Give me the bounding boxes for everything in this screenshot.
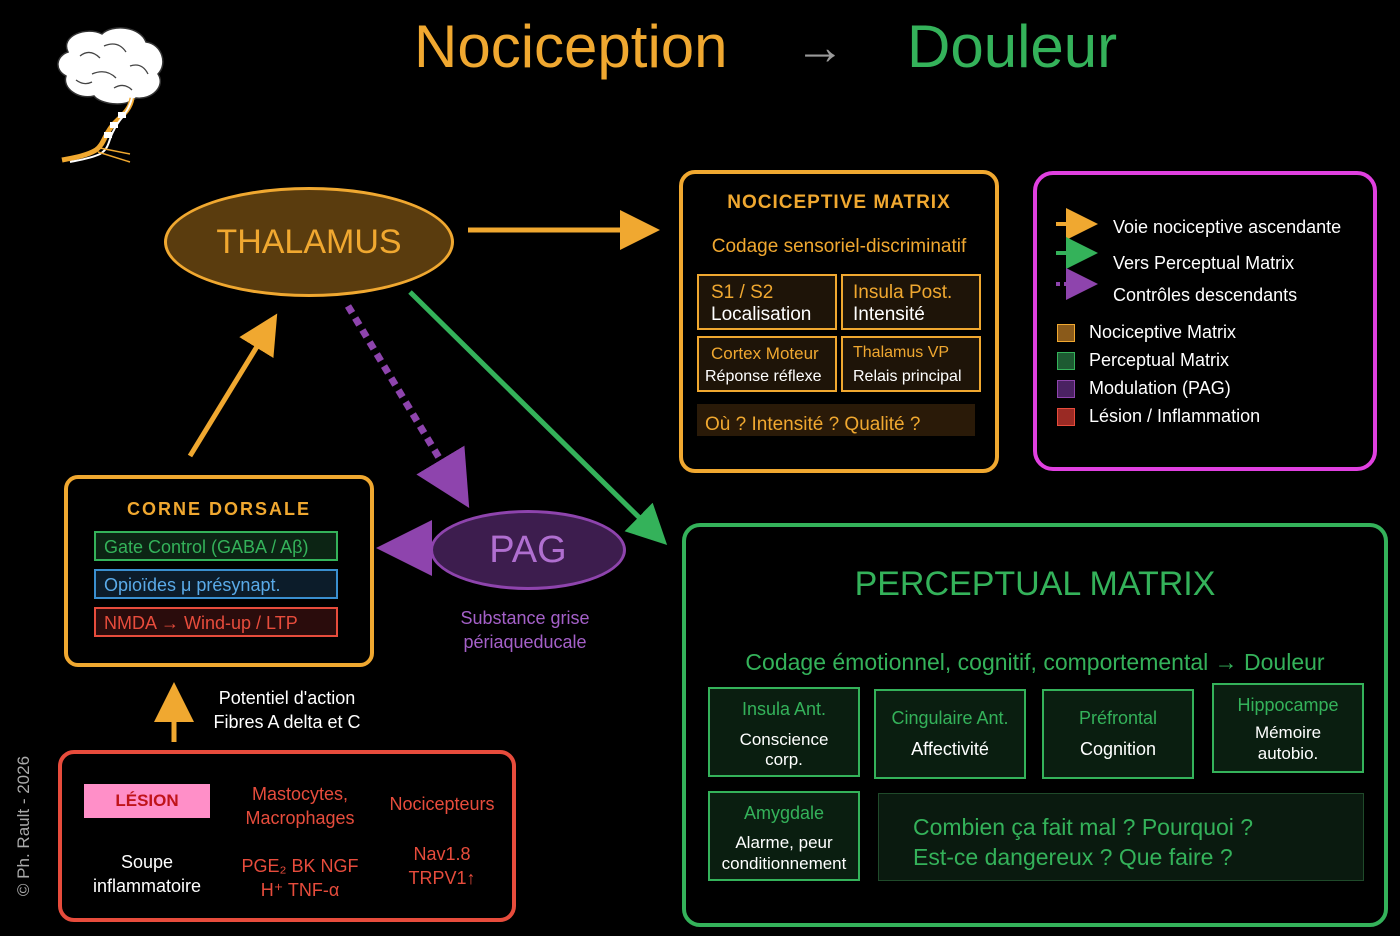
- title-nociception: Nociception: [414, 13, 728, 80]
- nociceptive-cell: Thalamus VP Relais principal: [841, 336, 981, 392]
- nociceptive-cell: S1 / S2 Localisation: [697, 274, 837, 330]
- legend-box: Voie nociceptive ascendante Vers Percept…: [1033, 171, 1377, 471]
- thalamus-label: THALAMUS: [216, 222, 402, 261]
- arrow-thalamus-to-perceptual: [408, 290, 668, 546]
- cell-role: Intensité: [853, 304, 925, 325]
- lesion-mediators-line1: PGE₂ BK NGF: [241, 856, 359, 876]
- corne-row-nmda: NMDA → Wind-up / LTP: [94, 607, 338, 637]
- legend-swatch-label: Lésion / Inflammation: [1089, 406, 1261, 426]
- pag-label: PAG: [489, 528, 567, 571]
- perceptual-matrix-subtitle: Codage émotionnel, cognitif, comportemen…: [745, 649, 1325, 675]
- lesion-badge: LÉSION: [84, 784, 210, 818]
- corne-row-gate-control: Gate Control (GABA / Aβ): [94, 531, 338, 561]
- arrow-thalamus-to-pag: [344, 304, 470, 509]
- cell-role: Cognition: [1079, 739, 1157, 759]
- cell-area: Cortex Moteur: [711, 344, 819, 363]
- pag-node: PAG: [430, 510, 626, 590]
- cell-area: Thalamus VP: [853, 344, 950, 361]
- nociceptive-matrix-subtitle: Codage sensoriel-discriminatif: [711, 236, 967, 257]
- cell-area: Amygdale: [743, 803, 825, 823]
- perceptual-cell: Amygdale Alarme, peur conditionnement: [708, 791, 860, 881]
- perceptual-matrix-title: PERCEPTUAL MATRIX: [854, 565, 1216, 603]
- corne-dorsale-title: CORNE DORSALE: [126, 499, 311, 519]
- pag-caption: Substance grise périaqueducale: [430, 606, 620, 654]
- lesion-soup-line2: inflammatoire: [92, 876, 202, 896]
- legend-arrow-label: Vers Perceptual Matrix: [1113, 253, 1295, 273]
- cell-area: Cingulaire Ant.: [891, 708, 1009, 728]
- cell-role: Affectivité: [911, 739, 989, 759]
- legend-swatch-label: Perceptual Matrix: [1089, 350, 1230, 370]
- nociceptive-cell: Cortex Moteur Réponse réflexe: [697, 336, 837, 392]
- lesion-cells: Mastocytes, Macrophages: [226, 782, 374, 830]
- action-potential-line2: Fibres A delta et C: [213, 712, 361, 732]
- copyright: © Ph. Rault - 2026: [14, 755, 33, 897]
- perceptual-cell: Cingulaire Ant. Affectivité: [874, 689, 1026, 779]
- lesion-cells-line1: Mastocytes,: [251, 784, 349, 804]
- lesion-nociceptors-title: Nocicepteurs: [389, 794, 495, 814]
- lesion-channels: Nav1.8 TRPV1↑: [378, 842, 506, 890]
- nociceptive-matrix-title: NOCICEPTIVE MATRIX: [727, 192, 951, 213]
- perceptual-matrix-box: PERCEPTUAL MATRIX Codage émotionnel, cog…: [682, 523, 1388, 927]
- nociceptive-matrix-box: NOCICEPTIVE MATRIX Codage sensoriel-disc…: [679, 170, 999, 473]
- lesion-channels-line2: TRPV1↑: [408, 868, 476, 888]
- cell-role: Réponse réflexe: [705, 368, 822, 385]
- perceptual-cell: Hippocampe Mémoire autobio.: [1212, 683, 1364, 773]
- cell-area: Insula Post.: [853, 282, 953, 303]
- perceptual-question-line2: Est-ce dangereux ? Que faire ?: [913, 844, 1233, 870]
- perceptual-question-line1: Combien ça fait mal ? Pourquoi ?: [913, 814, 1254, 840]
- lesion-channels-line1: Nav1.8: [413, 844, 471, 864]
- action-potential-label: Potentiel d'action Fibres A delta et C: [206, 686, 368, 734]
- perceptual-question: Combien ça fait mal ? Pourquoi ? Est-ce …: [878, 793, 1364, 881]
- pag-caption-line2: périaqueducale: [463, 632, 587, 652]
- lesion-soup-line1: Soupe: [120, 852, 174, 872]
- nociceptive-cell: Insula Post. Intensité: [841, 274, 981, 330]
- nociceptive-question: Où ? Intensité ? Qualité ?: [697, 404, 975, 436]
- title-arrow: →: [795, 19, 845, 75]
- cell-area: S1 / S2: [711, 282, 774, 303]
- cell-role: Alarme, peur conditionnement: [721, 833, 847, 873]
- cell-area: Hippocampe: [1237, 695, 1339, 715]
- cell-role: Localisation: [711, 304, 812, 325]
- title-douleur: Douleur: [907, 13, 1118, 80]
- corne-dorsale-box: CORNE DORSALE Gate Control (GABA / Aβ) O…: [64, 475, 374, 667]
- arrow-corne-to-thalamus: [187, 313, 278, 458]
- legend-swatch-nociceptive: [1057, 324, 1075, 342]
- cell-role: Conscience corp.: [739, 730, 829, 769]
- pag-caption-line1: Substance grise: [460, 608, 590, 628]
- cell-area: Préfrontal: [1078, 708, 1158, 728]
- legend-swatch-label: Nociceptive Matrix: [1089, 322, 1237, 342]
- lesion-cells-line2: Macrophages: [245, 808, 355, 828]
- thalamus-node: THALAMUS: [164, 187, 454, 297]
- cell-role: Relais principal: [853, 368, 962, 385]
- cell-role: Mémoire autobio.: [1254, 723, 1322, 763]
- legend-swatch-perceptual: [1057, 352, 1075, 370]
- lesion-soup: Soupe inflammatoire: [72, 850, 222, 898]
- lesion-mediators: PGE₂ BK NGF H⁺ TNF-α: [226, 854, 374, 902]
- lesion-mediators-line2: H⁺ TNF-α: [260, 880, 340, 900]
- perceptual-cell: Insula Ant. Conscience corp.: [708, 687, 860, 777]
- action-potential-line1: Potentiel d'action: [218, 688, 356, 708]
- corne-row-opioids: Opioïdes μ présynapt.: [94, 569, 338, 599]
- lesion-box: LÉSION Soupe inflammatoire Mastocytes, M…: [58, 750, 516, 922]
- legend-arrow-label: Contrôles descendants: [1113, 285, 1298, 305]
- legend-swatch-modulation: [1057, 380, 1075, 398]
- perceptual-cell: Préfrontal Cognition: [1042, 689, 1194, 779]
- legend-swatch-lesion: [1057, 408, 1075, 426]
- legend-swatch-label: Modulation (PAG): [1089, 378, 1231, 398]
- legend-arrow-label: Voie nociceptive ascendante: [1113, 217, 1342, 237]
- nociceptive-question-text: Où ? Intensité ? Qualité ?: [705, 414, 921, 435]
- cell-area: Insula Ant.: [741, 699, 827, 719]
